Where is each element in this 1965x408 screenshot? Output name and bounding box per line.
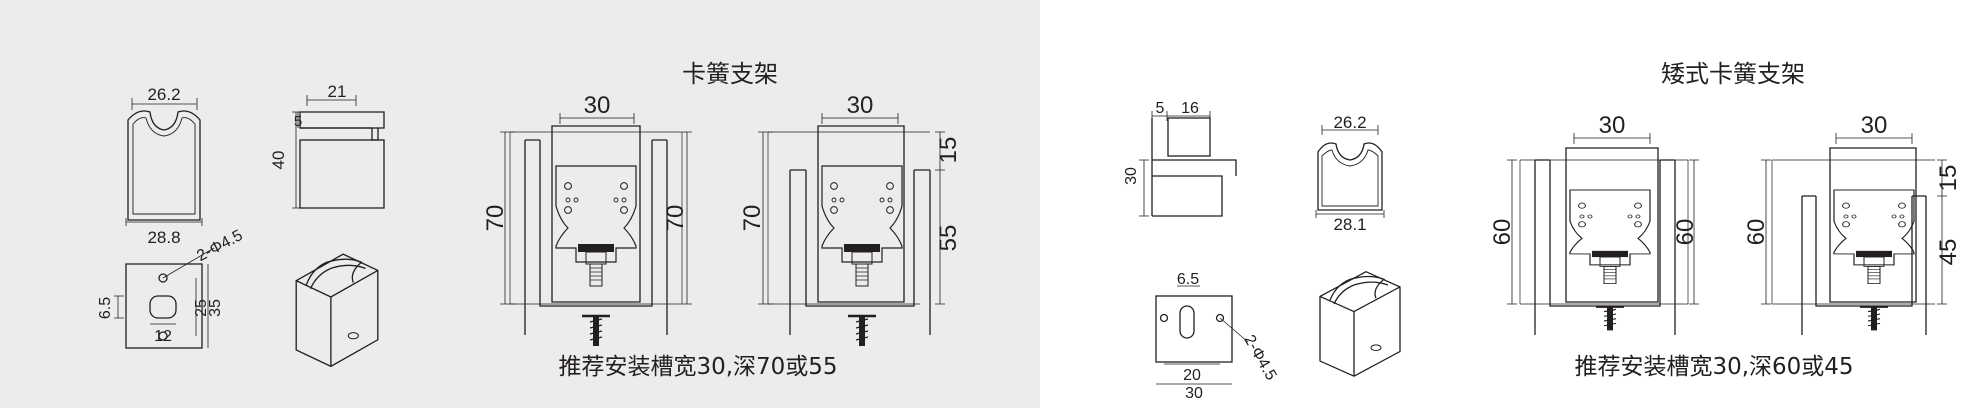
left-install-b-left-depth-dim: 70 [739, 205, 766, 232]
left-side-height-dim: 40 [269, 151, 288, 170]
right-install-b [1761, 133, 1947, 335]
left-install-b-mechanism [820, 164, 904, 348]
right-side-b-dim: 16 [1181, 100, 1199, 117]
right-plate-inner-dim: 20 [1183, 367, 1201, 384]
left-install-b-width-dim: 30 [847, 92, 874, 119]
left-plate-hole-dim: 2-Φ4.5 [194, 227, 246, 265]
right-install-a [1507, 133, 1699, 335]
left-install-b [758, 113, 945, 335]
right-install-note: 推荐安装槽宽30,深60或45 [1574, 354, 1853, 380]
left-side-width-dim: 21 [328, 82, 347, 101]
left-side-offset-dim: 5 [294, 113, 302, 130]
left-clip-profile [125, 98, 203, 226]
left-install-a-right-depth-dim: 70 [662, 205, 689, 232]
left-plate-slot-w-dim: 12 [154, 328, 172, 345]
right-install-b-right-depth-dim: 45 [1935, 239, 1962, 266]
right-side-a-dim: 5 [1156, 100, 1165, 117]
right-install-b-top-gap-dim: 15 [1935, 165, 1962, 192]
right-side-view [1139, 111, 1237, 217]
right-side-height-dim: 30 [1123, 167, 1140, 185]
left-side-view [292, 95, 385, 209]
right-clip-top-dim: 26.2 [1333, 113, 1366, 132]
right-install-a-right-depth-dim: 60 [1672, 219, 1699, 246]
right-plate-outer-dim: 30 [1185, 385, 1203, 402]
right-plate-slot-w-dim: 6.5 [1177, 271, 1199, 288]
right-plate-hole-dim: 2-Φ4.5 [1240, 332, 1279, 383]
left-clip-iso-view [295, 253, 379, 367]
right-clip-profile [1315, 125, 1385, 218]
left-plate-h2-dim: 35 [207, 299, 224, 317]
left-base-plate [114, 247, 215, 349]
right-install-b-width-dim: 30 [1861, 112, 1888, 139]
left-install-b-top-gap-dim: 15 [935, 137, 962, 164]
left-panel-background [0, 0, 1040, 408]
right-install-a-mechanism [1568, 188, 1652, 332]
right-install-b-left-depth-dim: 60 [1743, 219, 1770, 246]
left-title: 卡簧支架 [682, 60, 778, 88]
left-clip-top-dim: 26.2 [147, 85, 180, 104]
left-install-a-left-depth-dim: 70 [482, 205, 509, 232]
right-install-a-left-depth-dim: 60 [1489, 219, 1516, 246]
left-install-a-width-dim: 30 [584, 92, 611, 119]
left-plate-h1-dim: 25 [193, 299, 210, 317]
left-plate-slot-h-dim: 6.5 [97, 297, 114, 319]
left-install-a-mechanism [554, 164, 638, 348]
left-install-a [500, 113, 692, 335]
right-base-plate [1155, 285, 1249, 385]
left-install-note: 推荐安装槽宽30,深70或55 [558, 354, 837, 380]
right-install-b-mechanism [1832, 188, 1916, 332]
right-title: 矮式卡簧支架 [1661, 60, 1805, 88]
left-install-b-right-depth-dim: 55 [935, 225, 962, 252]
right-panel-background [1040, 0, 1965, 408]
right-clip-iso-view [1319, 271, 1401, 377]
right-clip-bottom-dim: 28.1 [1333, 215, 1366, 234]
right-install-a-width-dim: 30 [1599, 112, 1626, 139]
left-clip-bottom-dim: 28.8 [147, 228, 180, 247]
